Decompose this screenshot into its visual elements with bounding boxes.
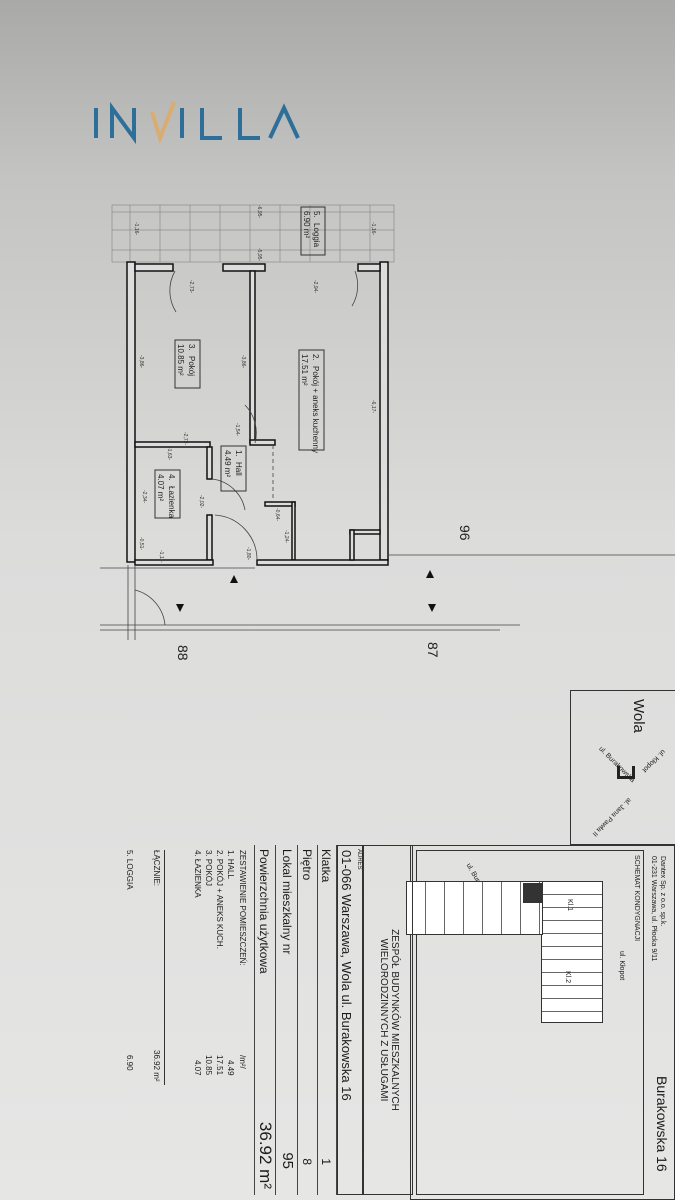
dimension: -1,16- (133, 222, 139, 235)
arrow-icon (176, 604, 184, 612)
svg-text:3.: 3. (187, 344, 196, 351)
dimension: -1,16- (370, 222, 376, 235)
company-address: 01-231 Warszawa, ul. Płocka 9/11 (650, 856, 657, 962)
unit-number-96: 96 (457, 525, 473, 541)
total-value: 36.92 m² (152, 1050, 161, 1082)
dimension: -0,51- (138, 537, 144, 550)
svg-text:4.: 4. (167, 474, 176, 481)
floor-plan: 1. Hall 4.49 m² 2. Pokój + aneks kuchenny … (100, 204, 675, 661)
dimension: -1,11- (158, 550, 164, 563)
svg-text:Pokój: Pokój (187, 356, 196, 376)
dimension: -5,95- (256, 248, 262, 261)
dimension: -1,54- (234, 423, 240, 436)
rooms-header: ZESTAWIENIE POMIESZCZEŃ: (238, 850, 247, 966)
company-name: Dantex Sp. z o.o. sp.k. (659, 856, 666, 927)
svg-text:1.: 1. (234, 450, 243, 457)
schema-label: SCHEMAT KONDYGNACJI (633, 855, 640, 942)
dimension: -2,34- (141, 490, 147, 503)
svg-text:5.: 5. (312, 211, 321, 218)
svg-text:6.90 m²: 6.90 m² (302, 211, 311, 238)
building-marker-icon (617, 766, 635, 779)
dimension: -2,73- (188, 280, 194, 293)
room-label-living: 2. Pokój + aneks kuchenny 17.51 m² (298, 349, 325, 453)
walls (126, 261, 389, 566)
total-label: ŁĄCZNIE: (152, 850, 161, 887)
project-title: ZESPÓŁ BUDYNKÓW MIESZKALNYCH WIELORODZIN… (363, 845, 413, 1195)
project-name: Burakowska 16 (654, 1076, 670, 1172)
dimension: -2,94- (312, 280, 318, 293)
dimension: -0,64- (274, 508, 280, 521)
invilla-logo (94, 101, 300, 145)
dimension: -2,02- (198, 495, 204, 508)
total-divider (164, 850, 165, 1085)
dimension: -1,63- (166, 447, 172, 460)
dimension: -1,24- (283, 530, 289, 543)
svg-text:10.85 m²: 10.85 m² (176, 344, 185, 376)
dimensions: -2,73- -2,94- -3,86- -3,86- -6,17- -2,72… (133, 205, 376, 563)
rooms-unit: /m²/ (238, 1055, 247, 1069)
dimension: -3,86- (240, 355, 246, 368)
svg-text:4.07 m²: 4.07 m² (156, 474, 165, 501)
entry-arrow-icon (230, 575, 238, 583)
dimension: -6,17- (370, 400, 376, 413)
street-label: ul. Kłopot (640, 747, 667, 774)
svg-text:Hall: Hall (234, 462, 243, 476)
site-plan: SCHEMAT KONDYGNACJI ul. Kłopot ul. Burak… (406, 850, 644, 1195)
arrow-icon (428, 604, 436, 612)
dimension: -3,86- (138, 355, 144, 368)
svg-text:Łazienka: Łazienka (167, 486, 176, 519)
loggia-value: 6.90 (125, 1055, 134, 1071)
svg-text:Pokój + aneks kuchenny: Pokój + aneks kuchenny (311, 366, 320, 453)
address-label: ADRES (356, 849, 362, 870)
loggia-label: 5. LOGGIA (125, 850, 134, 890)
stair-label: Kl.1 (566, 899, 573, 912)
street-label: ul. Kłopot (618, 951, 625, 981)
address-box: ADRES 01-066 Warszawa, Wola ul. Burakows… (337, 845, 363, 1195)
dimension: -1,80- (245, 547, 251, 560)
room-label-loggia: 5. Loggia 6.90 m² (300, 206, 326, 256)
room-label-bathroom: 4. Łazienka 4.07 m² (154, 469, 181, 519)
unit-number-87: 87 (425, 642, 441, 658)
svg-text:Loggia: Loggia (312, 223, 321, 248)
address: 01-066 Warszawa, Wola ul. Burakowska 16 (339, 850, 354, 1101)
arrow-icon (426, 570, 434, 578)
dimension: -2,72- (182, 432, 188, 445)
svg-text:2.: 2. (311, 354, 320, 361)
stair-label: Kl.2 (564, 971, 571, 984)
loggia (111, 204, 395, 263)
svg-text:4.49 m²: 4.49 m² (223, 450, 232, 477)
selected-unit (523, 883, 543, 903)
room-label-hall: 1. Hall 4.49 m² (220, 445, 247, 492)
unit-number-88: 88 (175, 645, 191, 661)
location-map: Wola ul. Kłopot ul. Burakowska al. Jana … (570, 690, 675, 845)
site-plan-frame: Dantex Sp. z o.o. sp.k. 01-231 Warszawa,… (406, 845, 675, 1200)
dimension: -6,95- (256, 205, 262, 218)
street-label: al. Jana Pawła II (590, 796, 633, 838)
room-label-room: 3. Pokój 10.85 m² (174, 339, 201, 389)
svg-text:17.51 m²: 17.51 m² (300, 354, 309, 386)
district-label: Wola (630, 699, 647, 733)
